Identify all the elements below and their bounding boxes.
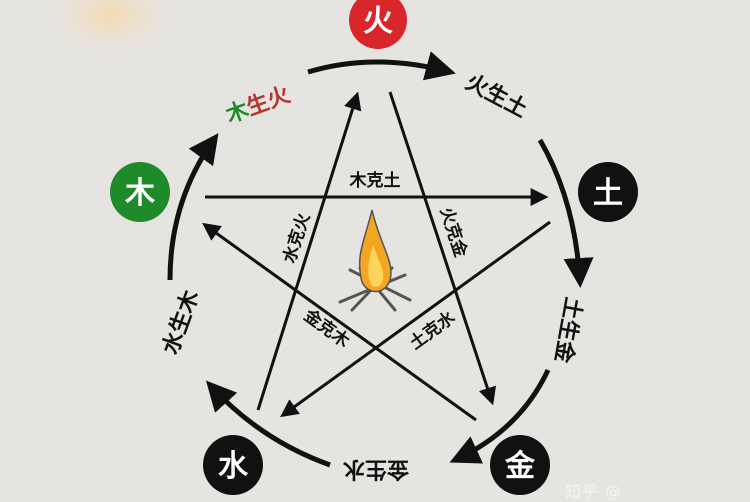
campfire-icon xyxy=(338,209,412,312)
label-wood-generates-fire: 木生火 xyxy=(222,82,294,128)
sun-glow xyxy=(35,0,185,60)
generating-arrows xyxy=(167,51,594,468)
svg-text:土: 土 xyxy=(593,176,623,211)
arc-wood-fire xyxy=(307,51,456,81)
label-water-overcomes-fire: 水克火 xyxy=(279,210,315,266)
arc-metal-water xyxy=(205,380,331,468)
svg-text:水: 水 xyxy=(218,449,249,484)
line-water-fire xyxy=(256,91,362,411)
element-wood: 木 xyxy=(110,162,170,222)
label-wood-overcomes-earth: 木克土 xyxy=(349,170,401,191)
element-metal: 金 xyxy=(490,435,550,495)
line-fire-metal xyxy=(388,91,497,406)
svg-text:火: 火 xyxy=(363,4,393,39)
element-fire: 火 xyxy=(349,0,407,49)
arc-earth-metal xyxy=(449,368,551,464)
label-fire-overcomes-metal: 火克金 xyxy=(436,205,472,261)
label-earth-overcomes-water: 土克水 xyxy=(405,306,459,354)
overcoming-arrows xyxy=(202,91,551,422)
element-earth: 土 xyxy=(578,162,638,222)
watermark: 知乎 @ xyxy=(565,482,623,501)
svg-text:金: 金 xyxy=(504,449,536,484)
label-fire-generates-earth: 火生土 xyxy=(461,70,531,123)
svg-text:木: 木 xyxy=(124,176,155,211)
arc-fire-earth xyxy=(537,138,594,288)
label-water-generates-wood: 水生木 xyxy=(158,286,204,358)
element-water: 水 xyxy=(203,435,263,495)
line-metal-wood xyxy=(202,222,477,422)
label-metal-generates-water: 金生水 xyxy=(342,456,410,482)
label-earth-generates-metal: 土生金 xyxy=(549,295,586,365)
arc-water-wood xyxy=(167,133,219,281)
line-earth-water xyxy=(280,220,551,418)
